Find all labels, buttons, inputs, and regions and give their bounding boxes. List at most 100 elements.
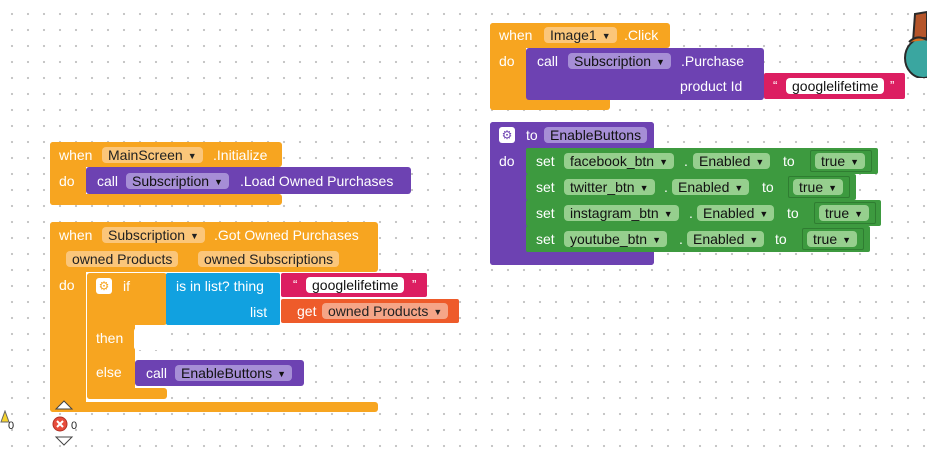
boolean-dropdown[interactable]: true▼	[815, 153, 866, 169]
property-dropdown[interactable]: Enabled▼	[697, 205, 775, 221]
text-field[interactable]: googlelifetime	[786, 78, 885, 94]
warning-count: 0	[8, 420, 15, 432]
set-facebook-btn-block[interactable]: set facebook_btn▼ . Enabled▼ to true▼	[526, 148, 878, 174]
get-label: get	[297, 303, 317, 319]
true-block[interactable]: true▼	[810, 150, 872, 172]
dot-label: .	[664, 179, 668, 195]
chevron-down-icon: ▼	[850, 157, 860, 167]
property-dropdown[interactable]: Enabled▼	[687, 231, 765, 247]
then-label: then	[96, 330, 124, 346]
boolean-dropdown[interactable]: true▼	[807, 231, 858, 247]
chevron-down-icon: ▼	[601, 31, 611, 41]
do-label: do	[59, 277, 75, 293]
mainscreen-initialize-event-block[interactable]: when MainScreen▼ .Initialize do	[50, 142, 282, 205]
text-field[interactable]: googlelifetime	[306, 277, 405, 293]
boolean-dropdown[interactable]: true▼	[819, 205, 870, 221]
expand-down-arrow-icon[interactable]	[54, 436, 74, 446]
when-label: when	[59, 147, 93, 163]
chevron-down-icon: ▼	[277, 369, 286, 379]
variable-dropdown[interactable]: owned Products▼	[322, 303, 449, 319]
text-block-googlelifetime[interactable]: “ googlelifetime ”	[764, 73, 905, 99]
error-count: 0	[71, 420, 78, 432]
get-owned-products-block[interactable]: get owned Products▼	[281, 299, 459, 323]
procedure-dropdown[interactable]: EnableButtons▼	[175, 365, 292, 381]
property-dropdown[interactable]: Enabled▼	[672, 179, 750, 195]
call-component-dropdown[interactable]: Subscription▼	[126, 173, 229, 189]
load-owned-purchases-call-block[interactable]: call Subscription▼ .Load Owned Purchases	[86, 167, 411, 194]
is-in-list-label: is in list? thing	[176, 278, 264, 294]
chevron-down-icon: ▼	[759, 209, 769, 219]
component-dropdown[interactable]: Subscription▼	[102, 227, 205, 243]
method-name: .Purchase	[681, 53, 745, 69]
purchase-call-block[interactable]: call Subscription▼ .Purchase product Id	[526, 48, 764, 100]
if-then-else-block[interactable]: ⚙ if then else	[87, 273, 167, 399]
warning-icon[interactable]	[0, 410, 10, 424]
method-name: .Load Owned Purchases	[240, 173, 394, 189]
quote-open: “	[773, 78, 778, 93]
quote-open: “	[293, 277, 298, 292]
gear-icon[interactable]: ⚙	[499, 127, 515, 143]
procedure-name-field[interactable]: EnableButtons	[544, 127, 648, 143]
call-component-dropdown[interactable]: Subscription▼	[568, 53, 671, 69]
true-block[interactable]: true▼	[788, 176, 850, 198]
is-in-list-block[interactable]: is in list? thing list	[166, 273, 280, 325]
chevron-down-icon: ▼	[187, 151, 197, 161]
component-dropdown[interactable]: twitter_btn▼	[564, 179, 655, 195]
if-footer	[87, 388, 167, 399]
set-label: set	[536, 231, 555, 247]
call-enable-buttons-block[interactable]: call EnableButtons▼	[135, 360, 304, 386]
component-dropdown[interactable]: MainScreen▼	[102, 147, 203, 163]
component-dropdown[interactable]: instagram_btn▼	[564, 205, 679, 221]
set-label: set	[536, 153, 555, 169]
chevron-down-icon: ▼	[828, 183, 838, 193]
component-dropdown[interactable]: Image1▼	[544, 27, 617, 43]
to-label: to	[787, 205, 799, 221]
chevron-down-icon: ▼	[842, 235, 852, 245]
quote-close: ”	[890, 78, 895, 93]
dot-label: .	[684, 153, 688, 169]
when-label: when	[499, 27, 533, 43]
chevron-down-icon: ▼	[749, 235, 759, 245]
chevron-down-icon: ▼	[433, 307, 443, 317]
component-dropdown[interactable]: youtube_btn▼	[564, 231, 667, 247]
true-block[interactable]: true▼	[814, 202, 876, 224]
set-instagram-btn-block[interactable]: set instagram_btn▼ . Enabled▼ to true▼	[526, 200, 881, 226]
event-name: .Got Owned Purchases	[214, 227, 359, 243]
chevron-down-icon: ▼	[663, 209, 673, 219]
set-twitter-btn-block[interactable]: set twitter_btn▼ . Enabled▼ to true▼	[526, 174, 856, 200]
chevron-down-icon: ▼	[652, 235, 661, 245]
set-youtube-btn-block[interactable]: set youtube_btn▼ . Enabled▼ to true▼	[526, 226, 870, 252]
set-label: set	[536, 205, 555, 221]
product-id-label: product Id	[680, 78, 743, 94]
do-label: do	[499, 53, 515, 69]
got-owned-purchases-event-block[interactable]: when Subscription▼ .Got Owned Purchases …	[50, 222, 378, 412]
chevron-down-icon: ▼	[190, 231, 199, 241]
chevron-down-icon: ▼	[656, 57, 665, 67]
param-owned-products[interactable]: owned Products	[66, 251, 179, 267]
chevron-down-icon: ▼	[755, 157, 765, 167]
gear-icon[interactable]: ⚙	[96, 278, 112, 294]
do-label: do	[59, 173, 75, 189]
chevron-down-icon: ▼	[854, 209, 864, 219]
true-block[interactable]: true▼	[802, 228, 864, 250]
call-label: call	[146, 365, 168, 381]
do-label: do	[499, 153, 515, 169]
backpack-icon[interactable]	[903, 10, 927, 78]
error-icon[interactable]	[52, 416, 68, 432]
event-footer	[50, 194, 282, 205]
component-dropdown[interactable]: facebook_btn▼	[564, 153, 674, 169]
event-name: .Initialize	[213, 147, 268, 163]
collapse-up-arrow-icon[interactable]	[54, 400, 74, 410]
param-owned-subscriptions[interactable]: owned Subscriptions	[198, 251, 340, 267]
to-label: to	[762, 179, 774, 195]
property-dropdown[interactable]: Enabled▼	[693, 153, 771, 169]
quote-close: ”	[412, 277, 417, 292]
then-slot-notch	[134, 328, 164, 350]
boolean-dropdown[interactable]: true▼	[793, 179, 844, 195]
image1-click-event-block[interactable]: when Image1▼ .Click do	[490, 23, 763, 110]
event-footer	[50, 402, 378, 412]
else-label: else	[96, 364, 122, 380]
text-block-googlelifetime[interactable]: “ googlelifetime ”	[281, 273, 427, 297]
call-label: call	[537, 53, 559, 69]
call-label: call	[97, 173, 119, 189]
